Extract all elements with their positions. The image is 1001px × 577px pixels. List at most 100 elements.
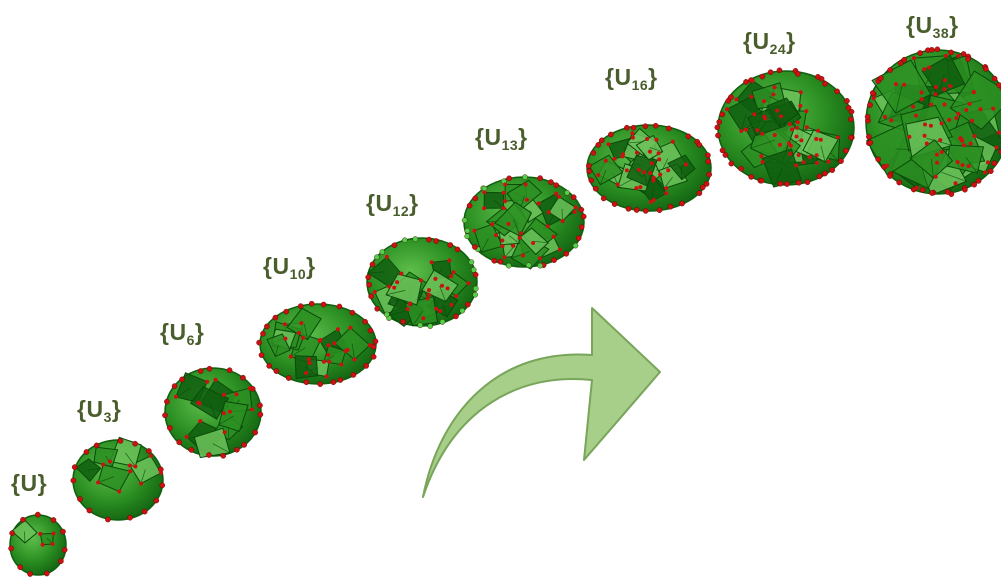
oxygen-atom xyxy=(197,368,204,374)
oxygen-atom xyxy=(96,480,101,485)
polyhedron-edge xyxy=(740,113,747,132)
oxygen-atom xyxy=(482,190,487,195)
oxygen-atom xyxy=(633,207,640,213)
oxygen-atom xyxy=(330,379,337,386)
oxygen-atom xyxy=(959,137,964,141)
oxygen-atom xyxy=(536,201,541,206)
oxygen-atom xyxy=(887,173,893,179)
oxygen-atom xyxy=(996,130,1001,135)
oxygen-atom xyxy=(734,97,739,102)
oxygen-atom xyxy=(272,314,279,321)
polyhedron-edge xyxy=(750,139,776,149)
oxygen-atom xyxy=(586,168,593,174)
oxygen-atom xyxy=(744,127,748,132)
oxygen-atom xyxy=(447,258,452,263)
oxygen-atom xyxy=(497,258,504,265)
oxygen-atom xyxy=(749,94,754,99)
oxygen-atom xyxy=(273,368,280,374)
oxygen-atom xyxy=(624,168,629,173)
oxygen-atom xyxy=(739,129,744,133)
oxygen-atom xyxy=(919,97,924,102)
oxygen-atom xyxy=(27,571,33,577)
oxygen-atom xyxy=(599,137,605,144)
oxygen-atom xyxy=(684,162,688,167)
oxygen-atom xyxy=(234,392,239,397)
oxygen-atom xyxy=(960,163,965,168)
oxygen-atom xyxy=(206,452,212,458)
oxygen-atom xyxy=(417,322,424,329)
polyhedron-edge xyxy=(218,415,235,426)
polyhedron-facet xyxy=(626,154,658,187)
oxygen-atom xyxy=(133,464,138,469)
oxygen-atom xyxy=(348,325,353,330)
oxygen-atom xyxy=(871,96,876,101)
polyhedron-edge xyxy=(878,112,902,123)
oxygen-atom xyxy=(301,335,306,340)
polyhedron-edge xyxy=(175,387,192,398)
oxygen-atom xyxy=(883,115,887,119)
oxygen-atom xyxy=(472,228,477,233)
oxygen-atom xyxy=(454,294,459,299)
oxygen-atom xyxy=(222,392,226,397)
oxygen-atom xyxy=(578,206,585,213)
oxygen-atom xyxy=(651,176,656,180)
oxygen-atom xyxy=(787,141,791,146)
oxygen-atom xyxy=(656,207,663,213)
oxygen-atom xyxy=(256,339,262,346)
oxygen-atom xyxy=(922,67,927,72)
oxygen-atom xyxy=(439,319,446,325)
oxygen-atom xyxy=(500,238,505,243)
oxygen-atom xyxy=(429,260,434,265)
oxygen-atom xyxy=(517,235,522,240)
oxygen-atom xyxy=(612,156,617,161)
oxygen-atom xyxy=(954,116,959,120)
polyhedron-edge xyxy=(895,86,903,114)
oxygen-atom xyxy=(670,139,675,144)
oxygen-atom xyxy=(472,291,479,298)
oxygen-atom xyxy=(322,359,326,364)
oxygen-atom xyxy=(392,285,397,290)
oxygen-atom xyxy=(919,187,926,193)
oxygen-atom xyxy=(141,508,148,515)
oxygen-atom xyxy=(942,87,947,92)
oxygen-atom xyxy=(60,528,66,535)
oxygen-atom xyxy=(685,133,692,140)
oxygen-atom xyxy=(928,123,933,128)
oxygen-atom xyxy=(575,235,582,241)
oxygen-atom xyxy=(798,90,803,95)
oxygen-atom xyxy=(408,302,413,307)
polyhedron-facet xyxy=(588,154,624,186)
cluster-label-U3: {U3} xyxy=(77,396,122,425)
oxygen-atom xyxy=(748,174,755,180)
oxygen-atom xyxy=(454,246,461,253)
oxygen-atom xyxy=(907,134,912,139)
oxygen-atom xyxy=(335,327,340,332)
oxygen-atom xyxy=(317,381,324,387)
polyhedron-edge xyxy=(275,344,279,357)
oxygen-atom xyxy=(491,257,498,264)
oxygen-atom xyxy=(433,238,440,244)
oxygen-atom xyxy=(506,175,513,182)
oxygen-atom xyxy=(445,286,450,291)
oxygen-atom xyxy=(505,262,512,269)
cluster-U xyxy=(8,511,68,577)
oxygen-atom xyxy=(794,125,799,130)
oxygen-atom xyxy=(370,353,377,360)
oxygen-atom xyxy=(537,262,544,269)
oxygen-atom xyxy=(777,142,782,147)
oxygen-atom xyxy=(970,118,975,123)
oxygen-atom xyxy=(419,278,423,283)
polyhedron-edge xyxy=(209,402,218,420)
oxygen-atom xyxy=(801,160,806,165)
oxygen-atom xyxy=(630,135,635,140)
oxygen-atom xyxy=(522,174,528,180)
oxygen-atom xyxy=(788,151,793,156)
oxygen-atom xyxy=(777,180,784,187)
oxygen-atom xyxy=(318,338,323,342)
oxygen-atom xyxy=(983,170,988,175)
oxygen-atom xyxy=(960,51,967,57)
oxygen-atom xyxy=(934,46,941,53)
polyhedron-facet xyxy=(766,97,799,128)
oxygen-atom xyxy=(176,439,182,446)
oxygen-atom xyxy=(332,341,337,346)
